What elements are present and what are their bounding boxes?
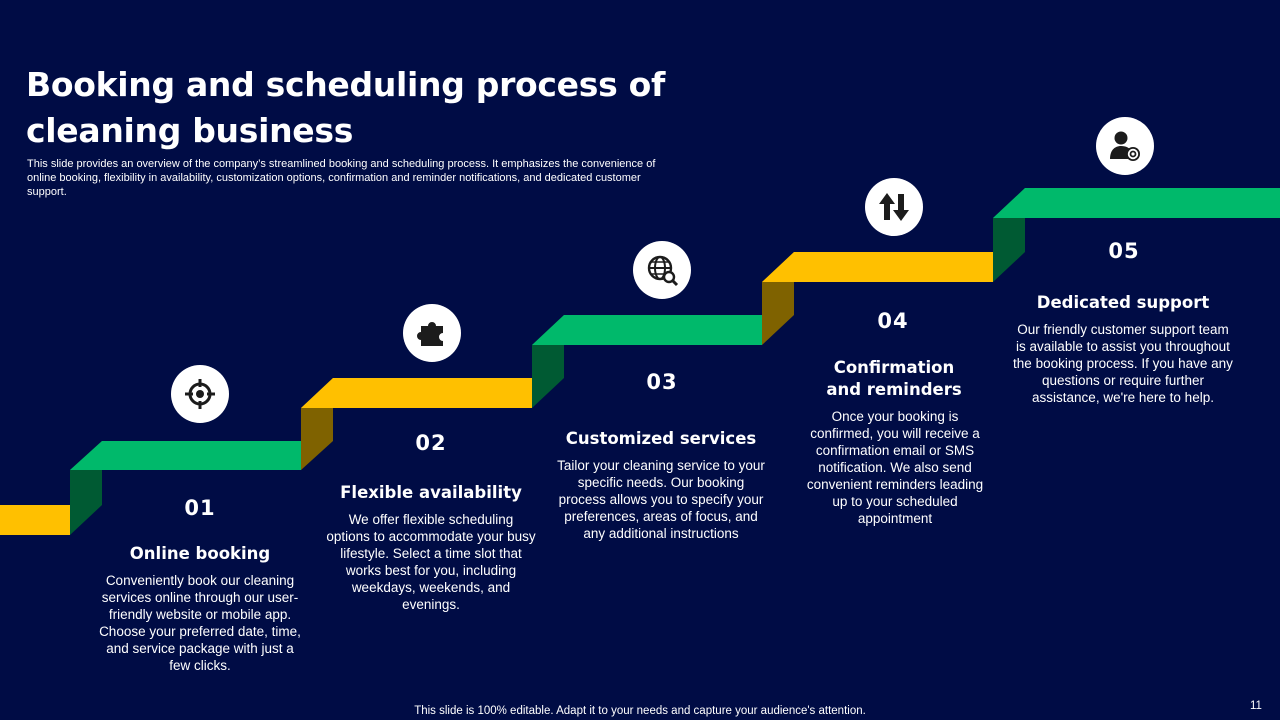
stair-base xyxy=(0,505,70,535)
target-icon xyxy=(171,365,229,423)
stair-tread-1 xyxy=(70,441,301,470)
step-number-2: 02 xyxy=(415,431,447,455)
globe-search-icon xyxy=(633,241,691,299)
step-description-3: Tailor your cleaning service to your spe… xyxy=(557,458,765,541)
step-heading-1: Online booking xyxy=(129,544,271,563)
up-down-arrows-icon xyxy=(865,178,923,236)
step-description-4: Once your booking is confirmed, you will… xyxy=(806,409,984,526)
step-heading-3: Customized services xyxy=(565,429,757,448)
slide-footer: This slide is 100% editable. Adapt it to… xyxy=(414,705,866,717)
stair-tread-4 xyxy=(762,252,993,282)
step-number-3: 03 xyxy=(646,370,678,394)
step-heading-5: Dedicated support xyxy=(1036,293,1210,312)
step-number-1: 01 xyxy=(184,496,216,520)
slide-title: Booking and scheduling process of cleani… xyxy=(26,65,666,150)
step-number-5: 05 xyxy=(1108,239,1140,263)
page-number: 11 xyxy=(1250,700,1262,712)
user-gear-icon xyxy=(1096,117,1154,175)
step-description-1: Conveniently book our cleaning services … xyxy=(99,573,301,673)
step-heading-2: Flexible availability xyxy=(340,483,522,502)
stair-tread-3 xyxy=(532,315,762,345)
step-number-4: 04 xyxy=(877,309,909,333)
step-description-5: Our friendly customer support team is av… xyxy=(1013,322,1233,405)
step-heading-4: Confirmation and reminders xyxy=(826,358,962,399)
step-description-2: We offer flexible scheduling options to … xyxy=(326,512,536,612)
stair-tread-5 xyxy=(993,188,1280,218)
stair-tread-2 xyxy=(301,378,532,408)
slide-subtitle: This slide provides an overview of the c… xyxy=(27,158,656,198)
puzzle-icon xyxy=(403,304,461,362)
